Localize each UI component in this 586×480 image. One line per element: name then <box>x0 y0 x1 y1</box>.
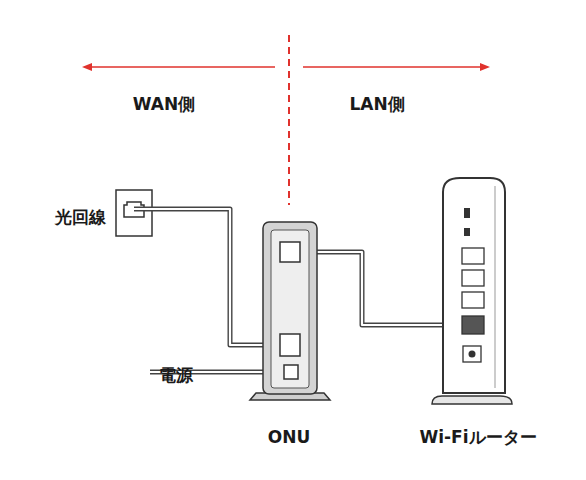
router-ports <box>462 248 484 362</box>
onu-lan-port <box>280 242 300 262</box>
divider-line <box>288 35 290 205</box>
side-label: WAN側 <box>133 93 195 116</box>
side-label: LAN側 <box>349 93 404 116</box>
router-lan-port <box>462 248 484 264</box>
router-wan-port <box>462 316 484 334</box>
device-label: Wi-Fiルーター <box>419 426 536 449</box>
onu-panel <box>271 230 309 388</box>
device-label: ONU <box>268 427 310 447</box>
router-edge <box>495 186 496 388</box>
router-button <box>464 228 470 236</box>
wan-arrow <box>90 66 275 68</box>
router-stand <box>432 396 512 404</box>
part-label: 光回線 <box>55 206 106 229</box>
router-switch <box>464 208 470 218</box>
onu-power-port <box>284 365 298 379</box>
router-body <box>443 178 505 393</box>
router-power-jack <box>469 351 476 358</box>
router-lan-port <box>462 270 484 286</box>
part-label: 電源 <box>159 364 193 387</box>
router-lan-port <box>462 292 484 308</box>
lan-arrowhead <box>480 63 490 71</box>
onu-fiber-port <box>280 334 300 356</box>
wall-outlet <box>116 190 152 236</box>
lan-arrow <box>303 66 482 68</box>
router-power-port <box>463 346 481 362</box>
onu-body <box>263 222 317 394</box>
wan-arrowhead <box>82 63 92 71</box>
